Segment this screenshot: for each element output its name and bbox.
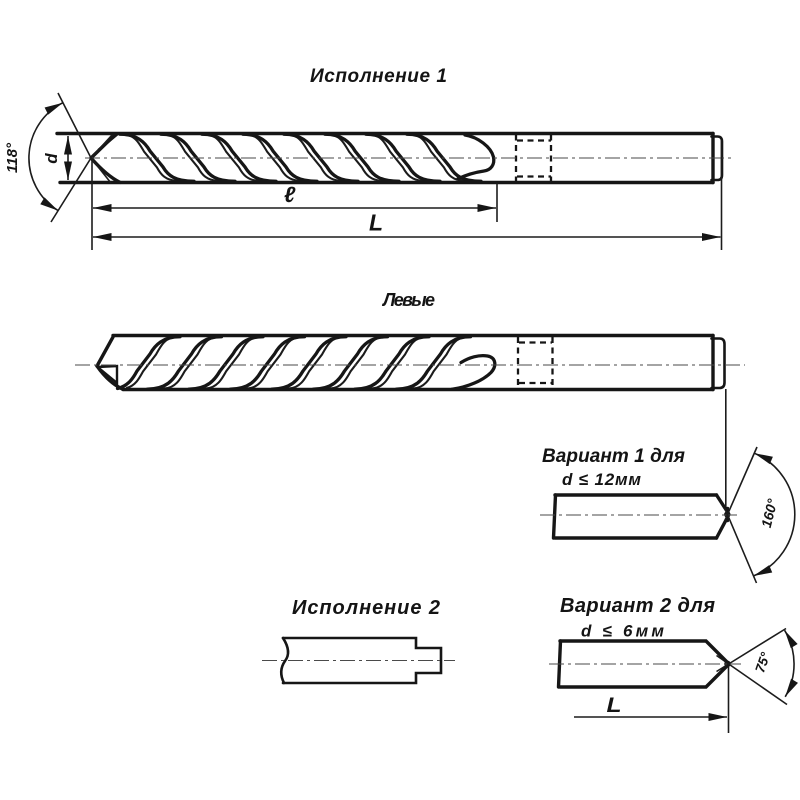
svg-text:Вариант 1 для: Вариант 1 для [542, 446, 685, 467]
svg-text:160°: 160° [758, 497, 781, 529]
svg-text:Исполнение 1: Исполнение 1 [310, 66, 447, 87]
svg-text:Левые: Левые [381, 290, 435, 310]
svg-text:d: d [42, 153, 61, 164]
svg-text:L: L [369, 210, 383, 236]
svg-text:118°: 118° [4, 142, 21, 173]
svg-text:L: L [607, 694, 622, 717]
svg-text:75°: 75° [752, 650, 773, 675]
svg-text:Исполнение 2: Исполнение 2 [292, 597, 440, 619]
svg-text:d ≤ 6мм: d ≤ 6мм [581, 622, 664, 641]
svg-text:Вариант 2 для: Вариант 2 для [560, 595, 715, 617]
svg-text:ℓ: ℓ [284, 182, 296, 207]
svg-text:d ≤ 12мм: d ≤ 12мм [562, 470, 641, 489]
